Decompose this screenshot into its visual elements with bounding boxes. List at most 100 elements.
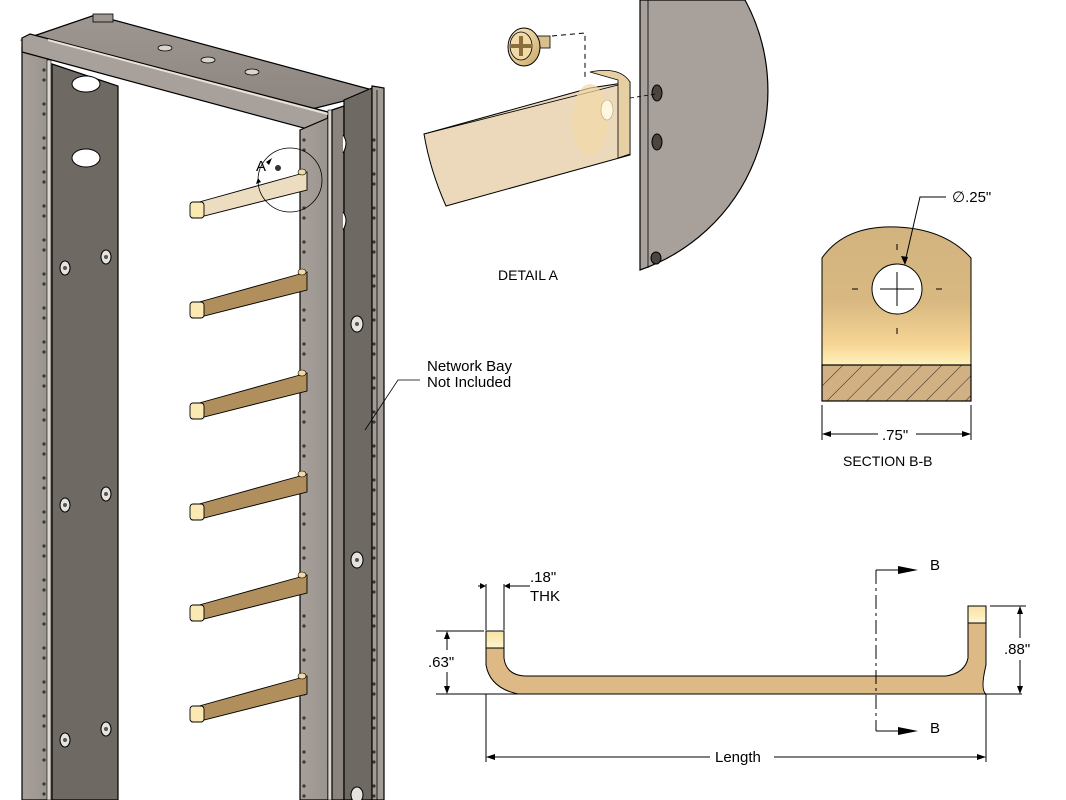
mounting-hole (302, 556, 306, 560)
rack-left-post-flange (21, 47, 49, 800)
mounting-hole (372, 648, 376, 652)
section-hatch (821, 364, 972, 402)
mounting-hole (42, 306, 46, 310)
mounting-hole (302, 308, 306, 312)
bracket-profile-view: .18" THK .63" .88" Length B B (428, 557, 1030, 766)
mounting-hole (372, 318, 376, 322)
mounting-hole (372, 512, 376, 516)
mounting-hole (372, 522, 376, 526)
mounting-hole (42, 272, 46, 276)
rack-left-post-web (51, 63, 119, 800)
rack-bracket (189, 268, 308, 319)
mounting-hole (372, 148, 376, 152)
mounting-hole (372, 784, 376, 788)
mounting-hole (42, 204, 46, 208)
mounting-hole (42, 316, 46, 320)
mounting-hole (42, 782, 46, 786)
rack-bracket (189, 672, 308, 723)
mounting-hole (372, 794, 376, 798)
mounting-hole (372, 206, 376, 210)
mounting-hole (42, 452, 46, 456)
rack-right-grommets (350, 315, 364, 800)
mounting-hole (42, 170, 46, 174)
mounting-hole (42, 282, 46, 286)
mounting-hole (372, 308, 376, 312)
mounting-hole (42, 544, 46, 548)
mounting-hole (372, 760, 376, 764)
mounting-hole (372, 376, 376, 380)
rack-left-mounting-holes (42, 68, 46, 796)
mounting-hole (302, 352, 306, 356)
mounting-hole (372, 172, 376, 176)
mounting-hole (372, 342, 376, 346)
mounting-hole (42, 520, 46, 524)
mounting-hole (42, 350, 46, 354)
mounting-hole (302, 454, 306, 458)
rack-bracket (189, 571, 308, 622)
mounting-hole (42, 792, 46, 796)
mounting-hole (302, 318, 306, 322)
mounting-hole (42, 646, 46, 650)
mounting-hole (302, 794, 306, 798)
rack-bracket (189, 470, 308, 521)
mounting-hole (42, 102, 46, 106)
mounting-hole (302, 624, 306, 628)
thickness-value: .18" (530, 569, 556, 586)
mounting-hole (302, 648, 306, 652)
mounting-hole (42, 476, 46, 480)
rack-brackets (189, 168, 308, 723)
mounting-hole (372, 182, 376, 186)
mounting-hole (42, 714, 46, 718)
detail-a-callout-letter: A (256, 158, 266, 175)
mounting-hole (372, 216, 376, 220)
mounting-hole (42, 180, 46, 184)
mounting-hole (372, 716, 376, 720)
mounting-hole (42, 486, 46, 490)
length-dimension: Length (715, 749, 761, 766)
mounting-hole (42, 214, 46, 218)
bracket-profile-body (485, 621, 988, 695)
mounting-hole (42, 384, 46, 388)
mounting-hole (372, 240, 376, 244)
mounting-hole (302, 614, 306, 618)
mounting-hole (372, 420, 376, 424)
mounting-hole (42, 68, 46, 72)
mounting-hole (42, 408, 46, 412)
rack-right-post-flange (299, 117, 329, 800)
detail-a-callout: A (256, 147, 323, 213)
section-marker-bottom: B (930, 720, 940, 737)
isometric-rack-view: A Network Bay Not Included (19, 13, 513, 800)
mounting-hole (372, 352, 376, 356)
mounting-hole (42, 418, 46, 422)
section-b-b-view: ∅.25" .75" SECTION B-B (821, 189, 991, 469)
left-height-dimension: .63" (428, 654, 454, 671)
mounting-hole (42, 510, 46, 514)
mounting-hole (302, 512, 306, 516)
mounting-hole (42, 724, 46, 728)
network-bay-note-line2: Not Included (427, 374, 511, 391)
mounting-hole (372, 614, 376, 618)
mounting-hole (372, 624, 376, 628)
detail-screw (507, 27, 551, 67)
detail-a-view: DETAIL A (423, 0, 769, 283)
mounting-hole (372, 590, 376, 594)
section-b-b-label: SECTION B-B (843, 453, 932, 469)
mounting-hole (372, 682, 376, 686)
mounting-hole (372, 478, 376, 482)
mounting-hole (372, 274, 376, 278)
rack-bracket (189, 369, 308, 420)
mounting-hole (372, 580, 376, 584)
mounting-hole (42, 680, 46, 684)
mounting-hole (302, 658, 306, 662)
rack-right-post-web (331, 105, 345, 800)
network-bay-side (343, 87, 373, 800)
section-marker-top: B (930, 557, 940, 574)
mounting-hole (372, 250, 376, 254)
detail-a-label: DETAIL A (498, 267, 559, 283)
mounting-hole (302, 546, 306, 550)
mounting-hole (302, 750, 306, 754)
mounting-hole (302, 216, 306, 220)
mounting-hole (372, 138, 376, 142)
mounting-hole (42, 248, 46, 252)
